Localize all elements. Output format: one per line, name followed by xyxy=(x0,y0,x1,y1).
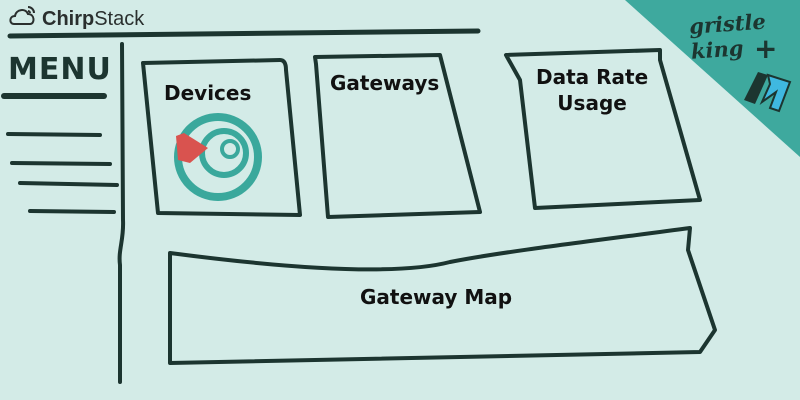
gateway-map-label[interactable]: Gateway Map xyxy=(360,285,513,309)
menu-item-line xyxy=(18,181,119,187)
brand-name-bold: Chirp xyxy=(42,7,95,30)
data-rate-label-line2: Usage xyxy=(557,91,627,115)
menu-item-line xyxy=(6,132,102,137)
partner-text: gristle king xyxy=(688,8,767,64)
donut-chart-icon xyxy=(174,113,262,201)
devices-label[interactable]: Devices xyxy=(164,81,252,105)
brand-name-light: Stack xyxy=(94,7,145,30)
sidebar-divider xyxy=(117,42,126,384)
gateways-label[interactable]: Gateways xyxy=(330,71,440,95)
m-logo-icon xyxy=(744,72,792,113)
gateway-map-panel-border xyxy=(168,226,717,365)
devices-panel-border xyxy=(141,58,302,217)
plus-sign: + xyxy=(754,32,778,65)
data-rate-label-line1: Data Rate xyxy=(536,65,649,89)
menu-item-line xyxy=(28,209,116,214)
data-rate-panel-border xyxy=(504,48,702,210)
data-rate-label[interactable]: Data Rate Usage xyxy=(536,64,648,116)
header-divider xyxy=(7,28,481,39)
cloud-signal-icon xyxy=(8,4,38,34)
menu-title[interactable]: MENU xyxy=(8,52,112,87)
menu-item-line xyxy=(10,161,112,166)
gateways-panel-border xyxy=(313,53,482,219)
